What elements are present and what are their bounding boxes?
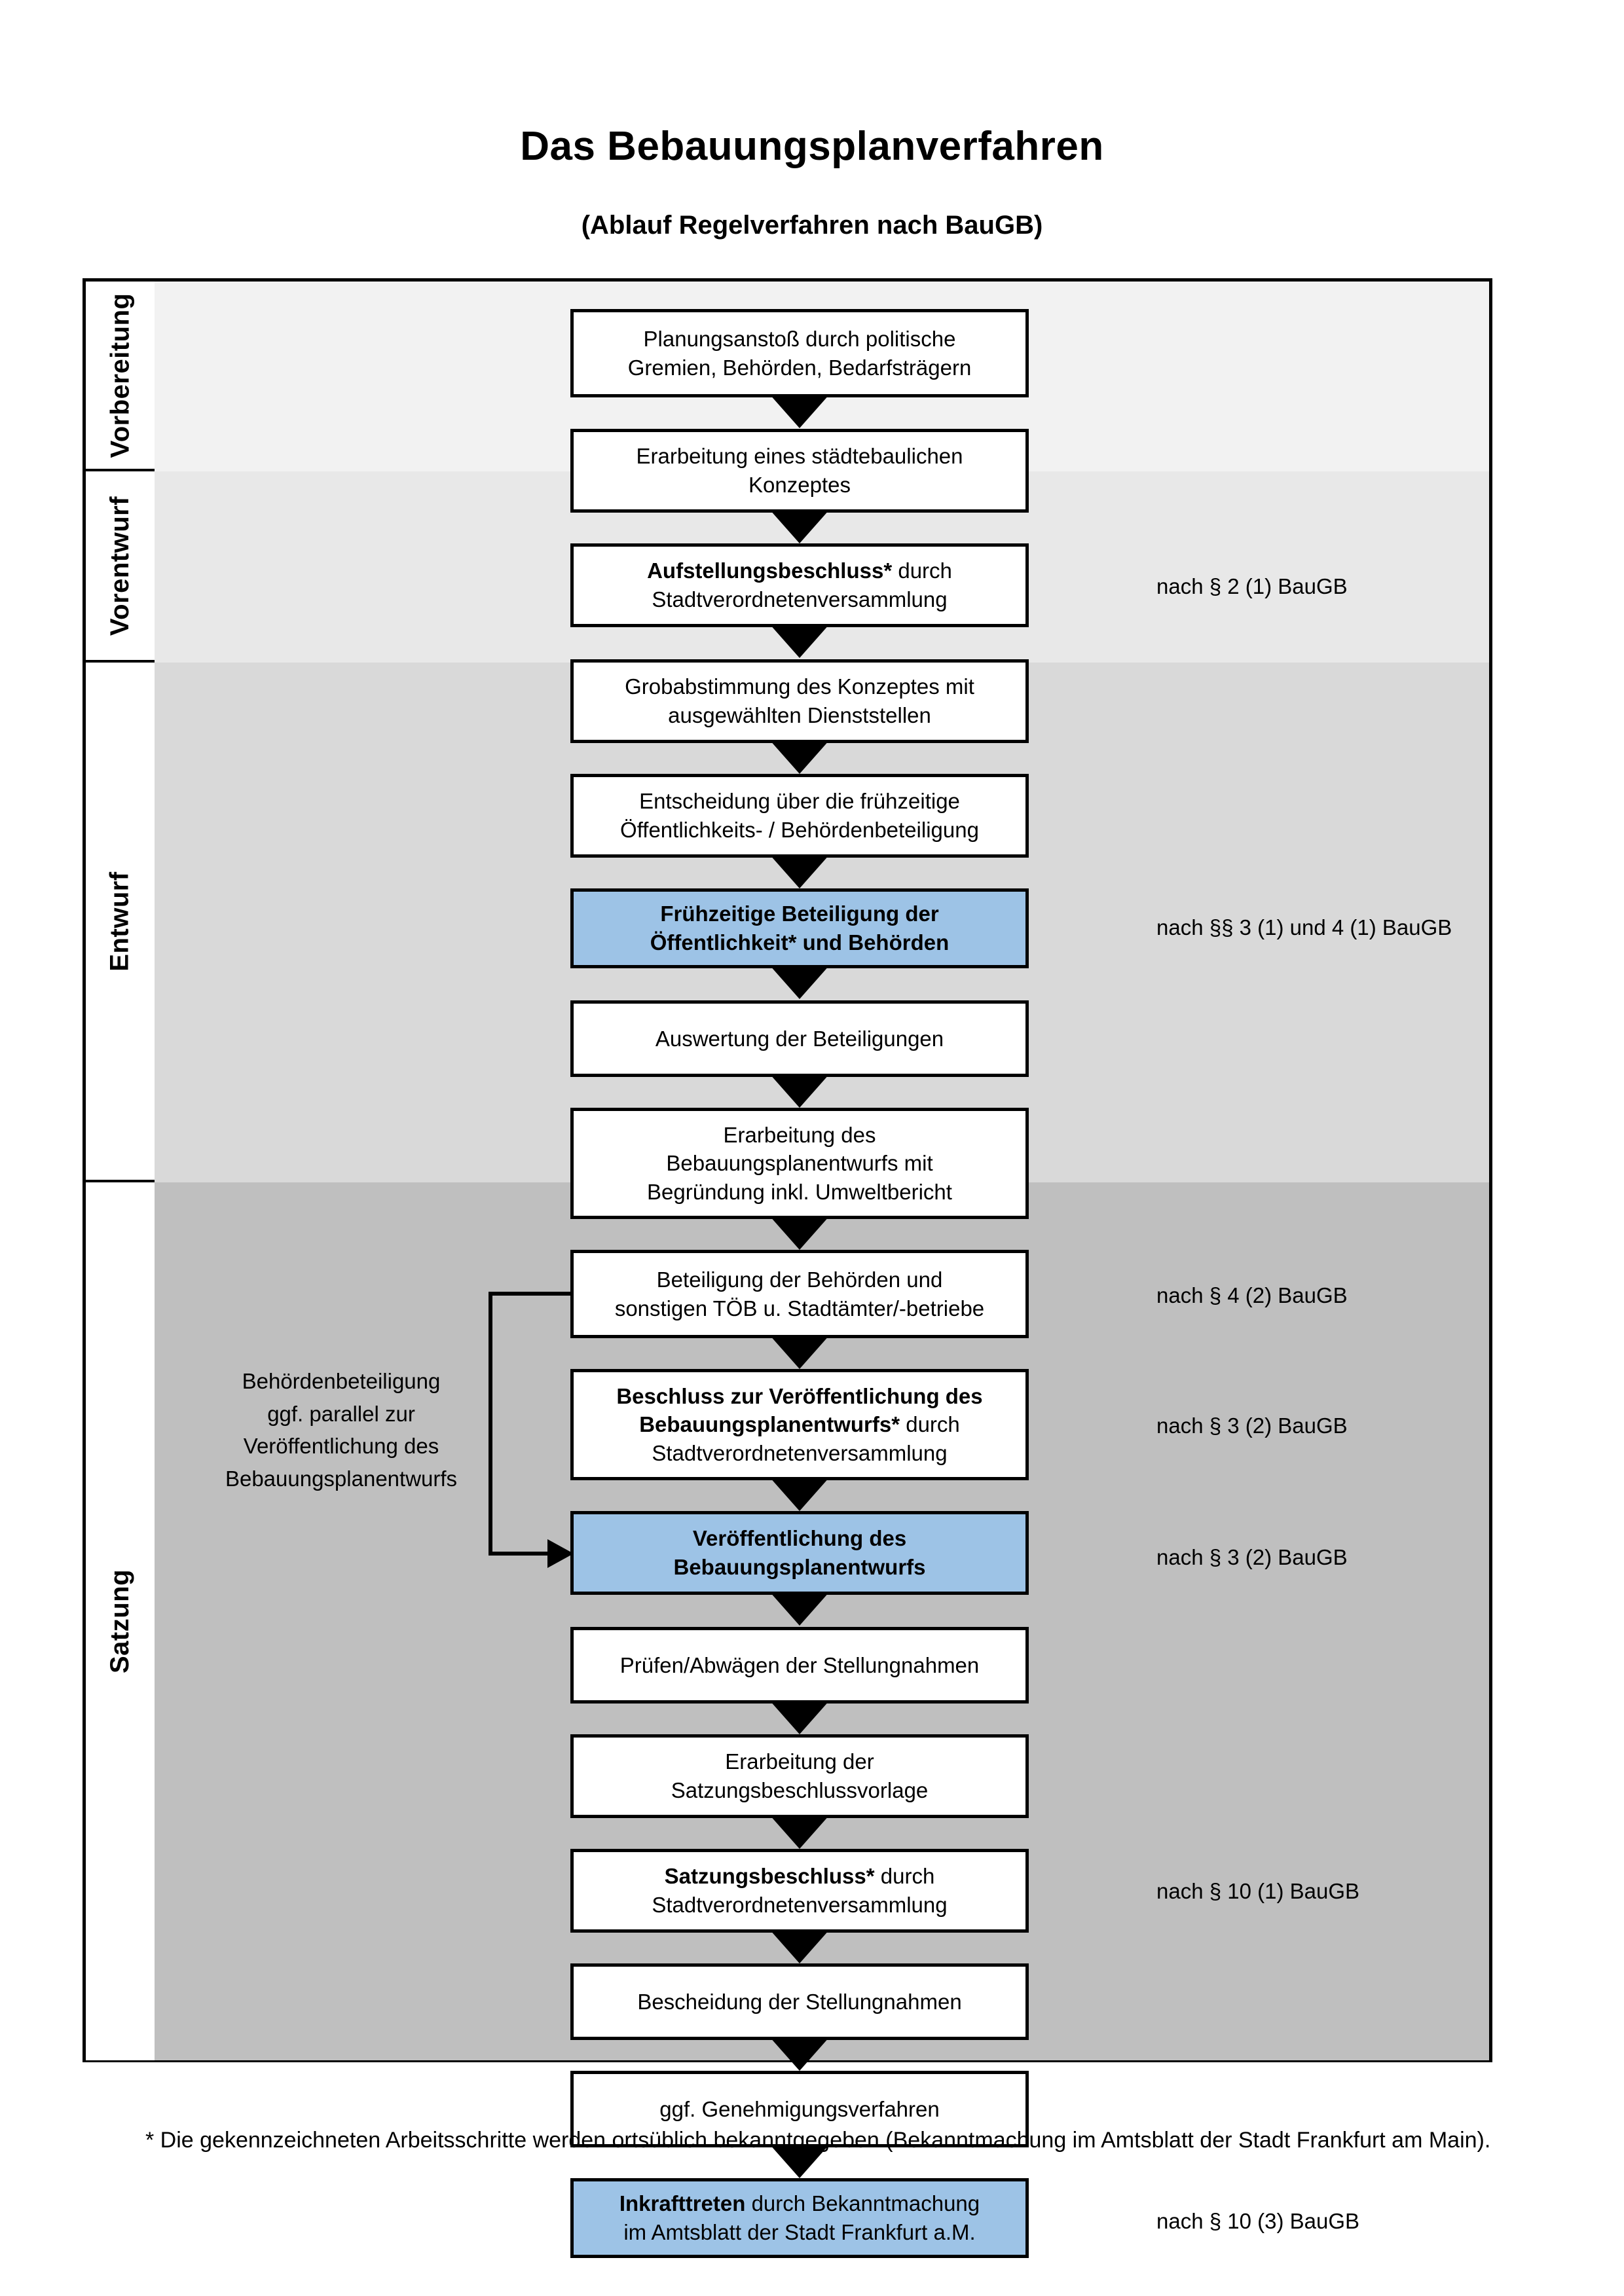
process-box-s17[interactable]: Inkrafttreten durch Bekanntmachung im Amt…	[570, 2178, 1029, 2258]
flow-arrow-s11-s12	[769, 1592, 830, 1626]
footnote-text: * Die gekennzeichneten Arbeitsschritte w…	[145, 2128, 1491, 2153]
process-box-line: Stadtverordnetenversammlung	[652, 1440, 948, 1465]
flow-arrow-s14-s15	[769, 1929, 830, 1963]
flowchart-frame: Vorbereitung Vorentwurf Entwurf Satzung …	[83, 278, 1492, 2258]
flow-arrow-s3-s4	[769, 624, 830, 658]
phase-label-satzung: Satzung	[86, 1182, 155, 2060]
process-box-s15[interactable]: Bescheidung der Stellungnahmen	[570, 1963, 1029, 2040]
process-box-line: Erarbeitung des	[723, 1122, 876, 1147]
side-note-line: Behördenbeteiligung	[242, 1369, 441, 1393]
process-box-line: Prüfen/Abwägen der Stellungnahmen	[619, 1652, 980, 1677]
phase-label-vorentwurf: Vorentwurf	[86, 471, 155, 663]
connector-arrowhead-icon	[547, 1539, 574, 1568]
process-box-line: Bebauungsplanentwurfs mit	[666, 1151, 933, 1176]
process-box-line: Stadtverordnetenversammlung	[652, 1893, 948, 1917]
phase-label-vorbereitung: Vorbereitung	[86, 282, 155, 471]
phase-label-text: Entwurf	[105, 871, 134, 972]
process-box-line: Frühzeitige Beteiligung der	[660, 902, 939, 926]
phase-label-text: Satzung	[105, 1569, 135, 1674]
flow-arrow-s12-s13	[769, 1700, 830, 1734]
process-box-line: Erarbeitung der	[725, 1749, 874, 1774]
legal-ref-7: nach § 10 (3) BauGB	[1156, 2209, 1360, 2233]
process-box-s4[interactable]: Grobabstimmung des Konzeptes mit ausgewäh…	[570, 659, 1029, 743]
flow-arrow-s8-s9	[769, 1216, 830, 1250]
process-box-line: sonstigen TÖB u. Stadtämter/-betriebe	[614, 1296, 985, 1321]
legal-ref-2: nach §§ 3 (1) und 4 (1) BauGB	[1156, 915, 1452, 939]
process-box-line: Öffentlichkeits- / Behördenbeteiligung	[620, 818, 979, 842]
process-box-line: Satzungsbeschlussvorlage	[671, 1778, 929, 1802]
side-note-line: Bebauungsplanentwurfs	[225, 1466, 458, 1491]
connector-top-segment	[489, 1292, 574, 1296]
process-box-line: Veröffentlichung des	[692, 1526, 907, 1551]
page-subtitle: (Ablauf Regelverfahren nach BauGB)	[581, 211, 1043, 240]
process-box-line: Bebauungsplanentwurfs* durch	[639, 1412, 960, 1437]
flow-arrow-s9-s10	[769, 1335, 830, 1369]
process-box-line: Bescheidung der Stellungnahmen	[637, 1989, 962, 2014]
connector-vertical-segment	[489, 1292, 492, 1556]
process-box-line: Konzeptes	[748, 473, 851, 497]
process-box-line: Bebauungsplanentwurfs	[673, 1555, 926, 1579]
connector-bottom-segment	[489, 1552, 551, 1556]
phase-label-text: Vorentwurf	[105, 496, 134, 636]
phase-label-text: Vorbereitung	[105, 293, 134, 458]
legal-ref-1: nach § 2 (1) BauGB	[1156, 574, 1348, 598]
process-box-line: Planungsanstoß durch politische	[643, 326, 956, 351]
phase-label-entwurf: Entwurf	[86, 663, 155, 1182]
flow-arrow-s10-s11	[769, 1477, 830, 1511]
process-box-line: Entscheidung über die frühzeitige	[639, 789, 960, 814]
process-box-line: Inkrafttreten durch Bekanntmachung	[619, 2191, 980, 2216]
process-box-line: Beschluss zur Veröffentlichung des	[616, 1383, 983, 1408]
process-box-line: Öffentlichkeit* und Behörden	[650, 930, 950, 955]
phase-label-column: Vorbereitung Vorentwurf Entwurf Satzung	[86, 282, 155, 2060]
legal-ref-5: nach § 3 (2) BauGB	[1156, 1545, 1348, 1569]
legal-ref-4: nach § 3 (2) BauGB	[1156, 1413, 1348, 1438]
process-box-line: im Amtsblatt der Stadt Frankfurt a.M.	[623, 2220, 976, 2244]
legal-ref-6: nach § 10 (1) BauGB	[1156, 1879, 1360, 1903]
flow-arrow-s16-s17	[769, 2144, 830, 2178]
process-box-line: ausgewählten Dienststellen	[668, 703, 931, 727]
flow-arrow-s5-s6	[769, 854, 830, 888]
process-box-line: Beteiligung der Behörden und	[656, 1267, 943, 1292]
flow-arrow-s7-s8	[769, 1074, 830, 1108]
legal-ref-3: nach § 4 (2) BauGB	[1156, 1283, 1348, 1307]
process-box-line: Grobabstimmung des Konzeptes mit	[625, 674, 974, 699]
flow-arrow-s6-s7	[769, 965, 830, 999]
process-box-line: ggf. Genehmigungsverfahren	[659, 2096, 940, 2121]
process-box-s12[interactable]: Prüfen/Abwägen der Stellungnahmen	[570, 1627, 1029, 1704]
process-box-s9[interactable]: Beteiligung der Behörden und sonstigen TÖ…	[570, 1250, 1029, 1338]
process-box-line: Aufstellungsbeschluss* durch	[647, 558, 952, 583]
process-box-line: Stadtverordnetenversammlung	[652, 587, 948, 611]
process-box-s16[interactable]: ggf. Genehmigungsverfahren	[570, 2071, 1029, 2147]
process-box-line: Begründung inkl. Umweltbericht	[647, 1179, 952, 1204]
side-note-line: Veröffentlichung des	[243, 1434, 439, 1458]
flow-arrow-s15-s16	[769, 2037, 830, 2071]
flow-arrow-s13-s14	[769, 1815, 830, 1849]
flow-arrow-s1-s2	[769, 394, 830, 428]
process-box-line: Auswertung der Beteiligungen	[655, 1026, 944, 1051]
process-box-line: Satzungsbeschluss* durch	[664, 1864, 935, 1889]
flow-arrow-s4-s5	[769, 740, 830, 774]
process-box-s7[interactable]: Auswertung der Beteiligungen	[570, 1000, 1029, 1077]
process-box-line: Gremien, Behörden, Bedarfsträgern	[627, 355, 972, 380]
flow-arrow-s2-s3	[769, 509, 830, 543]
side-note-line: ggf. parallel zur	[267, 1401, 415, 1426]
page-title: Das Bebauungsplanverfahren	[520, 124, 1104, 169]
process-box-line: Erarbeitung eines städtebaulichen	[636, 444, 963, 469]
